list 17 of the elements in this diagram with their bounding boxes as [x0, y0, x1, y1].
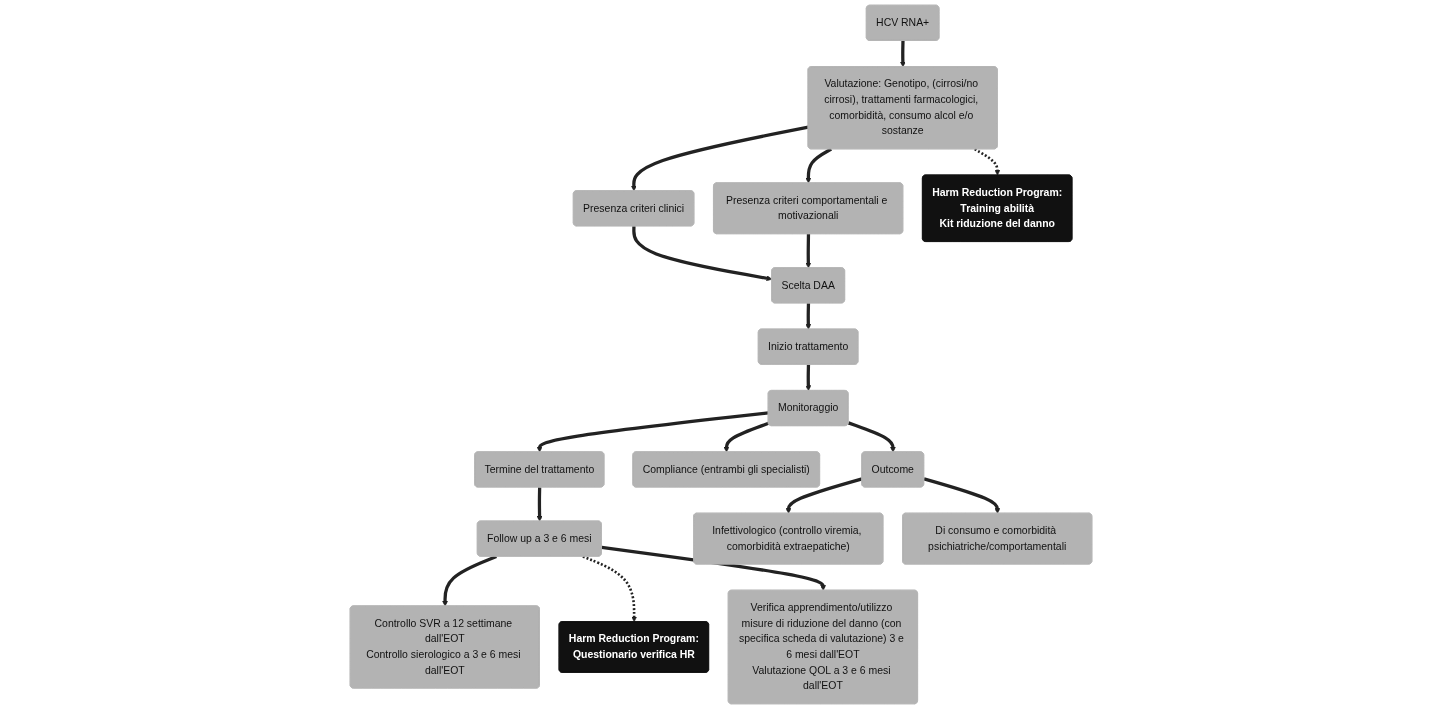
arrow [631, 125, 809, 192]
arrow [900, 40, 906, 68]
arrow [923, 477, 1001, 514]
arrow [805, 234, 812, 269]
arrow [847, 421, 896, 453]
arrow [785, 477, 863, 514]
arrow [723, 421, 770, 453]
arrow [974, 148, 1001, 176]
arrow [805, 364, 812, 391]
arrow [632, 226, 773, 282]
arrow [442, 555, 497, 607]
arrow [536, 487, 543, 522]
arrow [582, 555, 637, 623]
arrow [536, 411, 769, 453]
arrow [805, 147, 833, 184]
arrow [601, 545, 826, 591]
arrow [805, 303, 812, 330]
